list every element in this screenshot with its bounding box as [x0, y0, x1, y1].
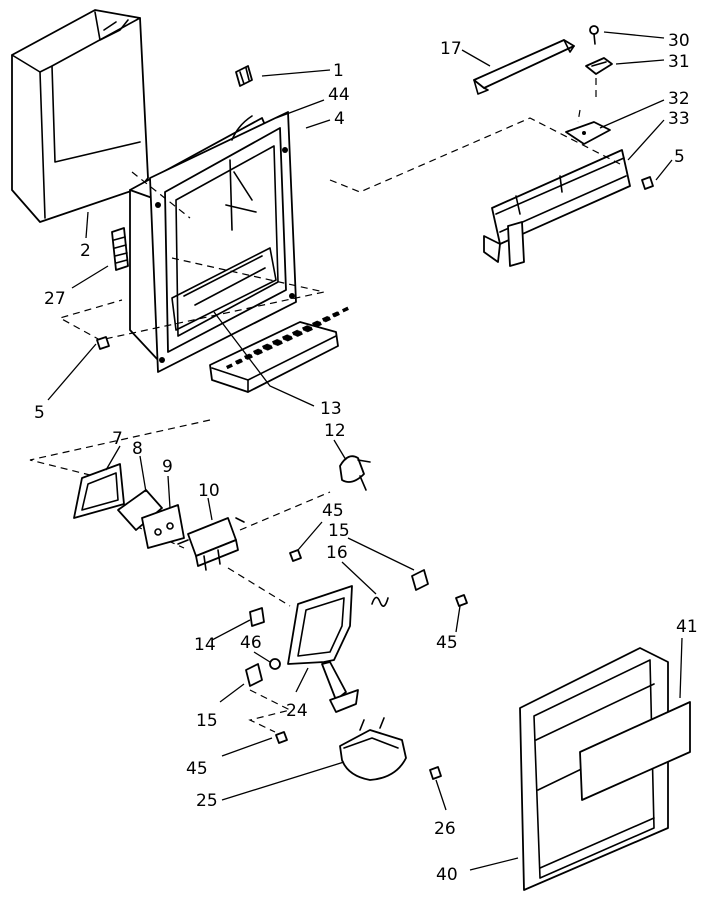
- grille-hole: [282, 334, 289, 340]
- grille-hole: [234, 358, 242, 365]
- part-8-lens: [117, 489, 163, 531]
- callout-9: 9: [162, 457, 173, 477]
- callout-10: 10: [198, 481, 220, 501]
- part-17-bracket: [473, 39, 575, 95]
- callout-17: 17: [440, 39, 462, 59]
- part-15-clip-b: [245, 663, 263, 687]
- part-31-clip: [585, 57, 613, 75]
- part-32-plate: [565, 121, 611, 145]
- callout-27: 27: [44, 289, 66, 309]
- callout-41: 41: [676, 617, 698, 637]
- grille-hole: [332, 311, 339, 317]
- part-1-nut: [235, 65, 253, 87]
- part-7-bezel: [73, 463, 125, 519]
- callout-33: 33: [668, 109, 690, 129]
- part-30-screw: [589, 25, 599, 45]
- grille-hole: [262, 343, 269, 350]
- part-13-grille: [209, 306, 349, 393]
- grille-hole: [342, 306, 349, 313]
- leader-lines: [47, 31, 683, 871]
- callout-15-b: 15: [196, 711, 218, 731]
- part-5-screw-right: [641, 176, 654, 190]
- callout-4: 4: [334, 109, 345, 129]
- part-4-housing: [129, 111, 297, 373]
- callout-13: 13: [320, 399, 342, 419]
- callout-26: 26: [434, 819, 456, 839]
- part-9-plate: [141, 504, 185, 549]
- part-24-lever: [287, 585, 359, 713]
- callout-40: 40: [436, 865, 458, 885]
- callout-32: 32: [668, 89, 690, 109]
- callout-46: 46: [240, 633, 262, 653]
- grille-hole: [321, 315, 329, 322]
- grille-hole: [252, 348, 260, 355]
- callout-5-right: 5: [674, 147, 685, 167]
- grille-hole: [226, 363, 233, 370]
- callout-14: 14: [194, 635, 216, 655]
- callout-16: 16: [326, 543, 348, 563]
- callout-31: 31: [668, 52, 690, 72]
- callout-45-b: 45: [436, 633, 458, 653]
- callout-5-left: 5: [34, 403, 45, 423]
- part-2-shroud: [11, 9, 149, 223]
- callout-44: 44: [328, 85, 350, 105]
- grille-hole: [312, 320, 319, 327]
- callout-7: 7: [112, 429, 123, 449]
- callout-8: 8: [132, 439, 143, 459]
- part-14-hinge: [249, 607, 265, 627]
- part-25-tray: [339, 717, 407, 781]
- part-12-actuator: [339, 455, 371, 491]
- part-26-screw: [429, 766, 442, 780]
- callout-2: 2: [80, 241, 91, 261]
- callout-25: 25: [196, 791, 218, 811]
- callout-labels: 1 44 4 2 27 5 13 17 30 31 32 33 5 7 8 9 …: [34, 31, 698, 885]
- callout-24: 24: [286, 701, 308, 721]
- grille-hole: [272, 338, 279, 345]
- part-27-filter: [111, 227, 129, 271]
- grille-hole: [292, 329, 299, 336]
- part-15-clip-a: [411, 569, 429, 591]
- callout-45-c: 45: [186, 759, 208, 779]
- callout-1: 1: [333, 61, 344, 81]
- callout-15-a: 15: [328, 521, 350, 541]
- part-45-screw-a: [289, 549, 302, 562]
- part-41-insert: [579, 701, 691, 801]
- part-5-screw-left: [96, 336, 110, 350]
- callout-45-a: 45: [322, 501, 344, 521]
- part-46-washer: [269, 658, 281, 670]
- part-10-switch-bracket: [177, 517, 245, 571]
- part-16-spring: [371, 596, 389, 607]
- callout-12: 12: [324, 421, 346, 441]
- part-33-rail: [483, 149, 631, 267]
- callout-30: 30: [668, 31, 690, 51]
- part-45-screw-b: [455, 594, 468, 607]
- part-45-screw-c: [275, 731, 288, 744]
- grille-hole: [301, 325, 309, 331]
